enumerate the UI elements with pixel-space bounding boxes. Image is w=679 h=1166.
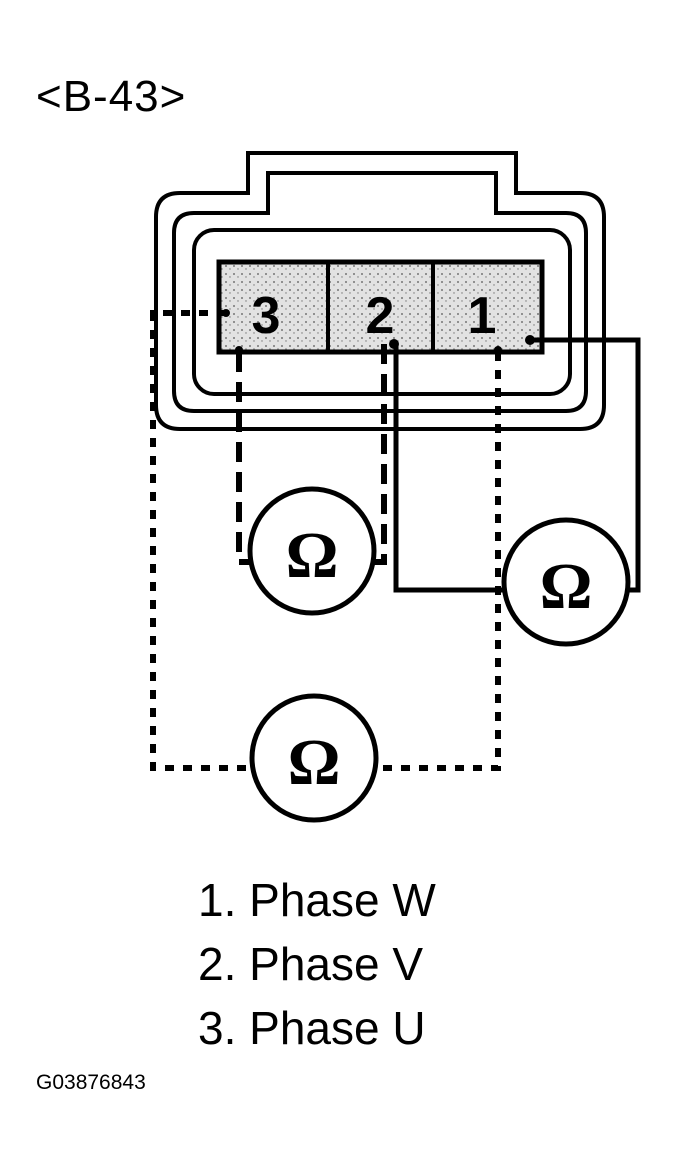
- pin-1-number: 1: [468, 287, 497, 345]
- legend-item-phase-u: 3. Phase U: [198, 1002, 426, 1054]
- pin-legend: 1. Phase W 2. Phase V 3. Phase U: [198, 868, 436, 1060]
- figure-id: G03876843: [36, 1071, 146, 1094]
- meter-c-leads: [150, 310, 501, 771]
- legend-item-phase-w: 1. Phase W: [198, 874, 436, 926]
- ohm-icon: Ω: [540, 550, 593, 623]
- ohmmeter-a: Ω: [247, 486, 377, 616]
- ohm-icon: Ω: [288, 726, 341, 799]
- legend-item-phase-v: 2. Phase V: [198, 938, 424, 990]
- connector-label: <B-43>: [36, 72, 187, 121]
- pin-block: [216, 259, 545, 355]
- ohmmeter-b: Ω: [501, 517, 631, 647]
- pin-3-number: 3: [252, 287, 281, 345]
- meter-b-leads: [393, 337, 641, 593]
- ohm-icon: Ω: [286, 519, 339, 592]
- ohmmeter-c: Ω: [249, 693, 379, 823]
- pin-2-number: 2: [366, 287, 395, 345]
